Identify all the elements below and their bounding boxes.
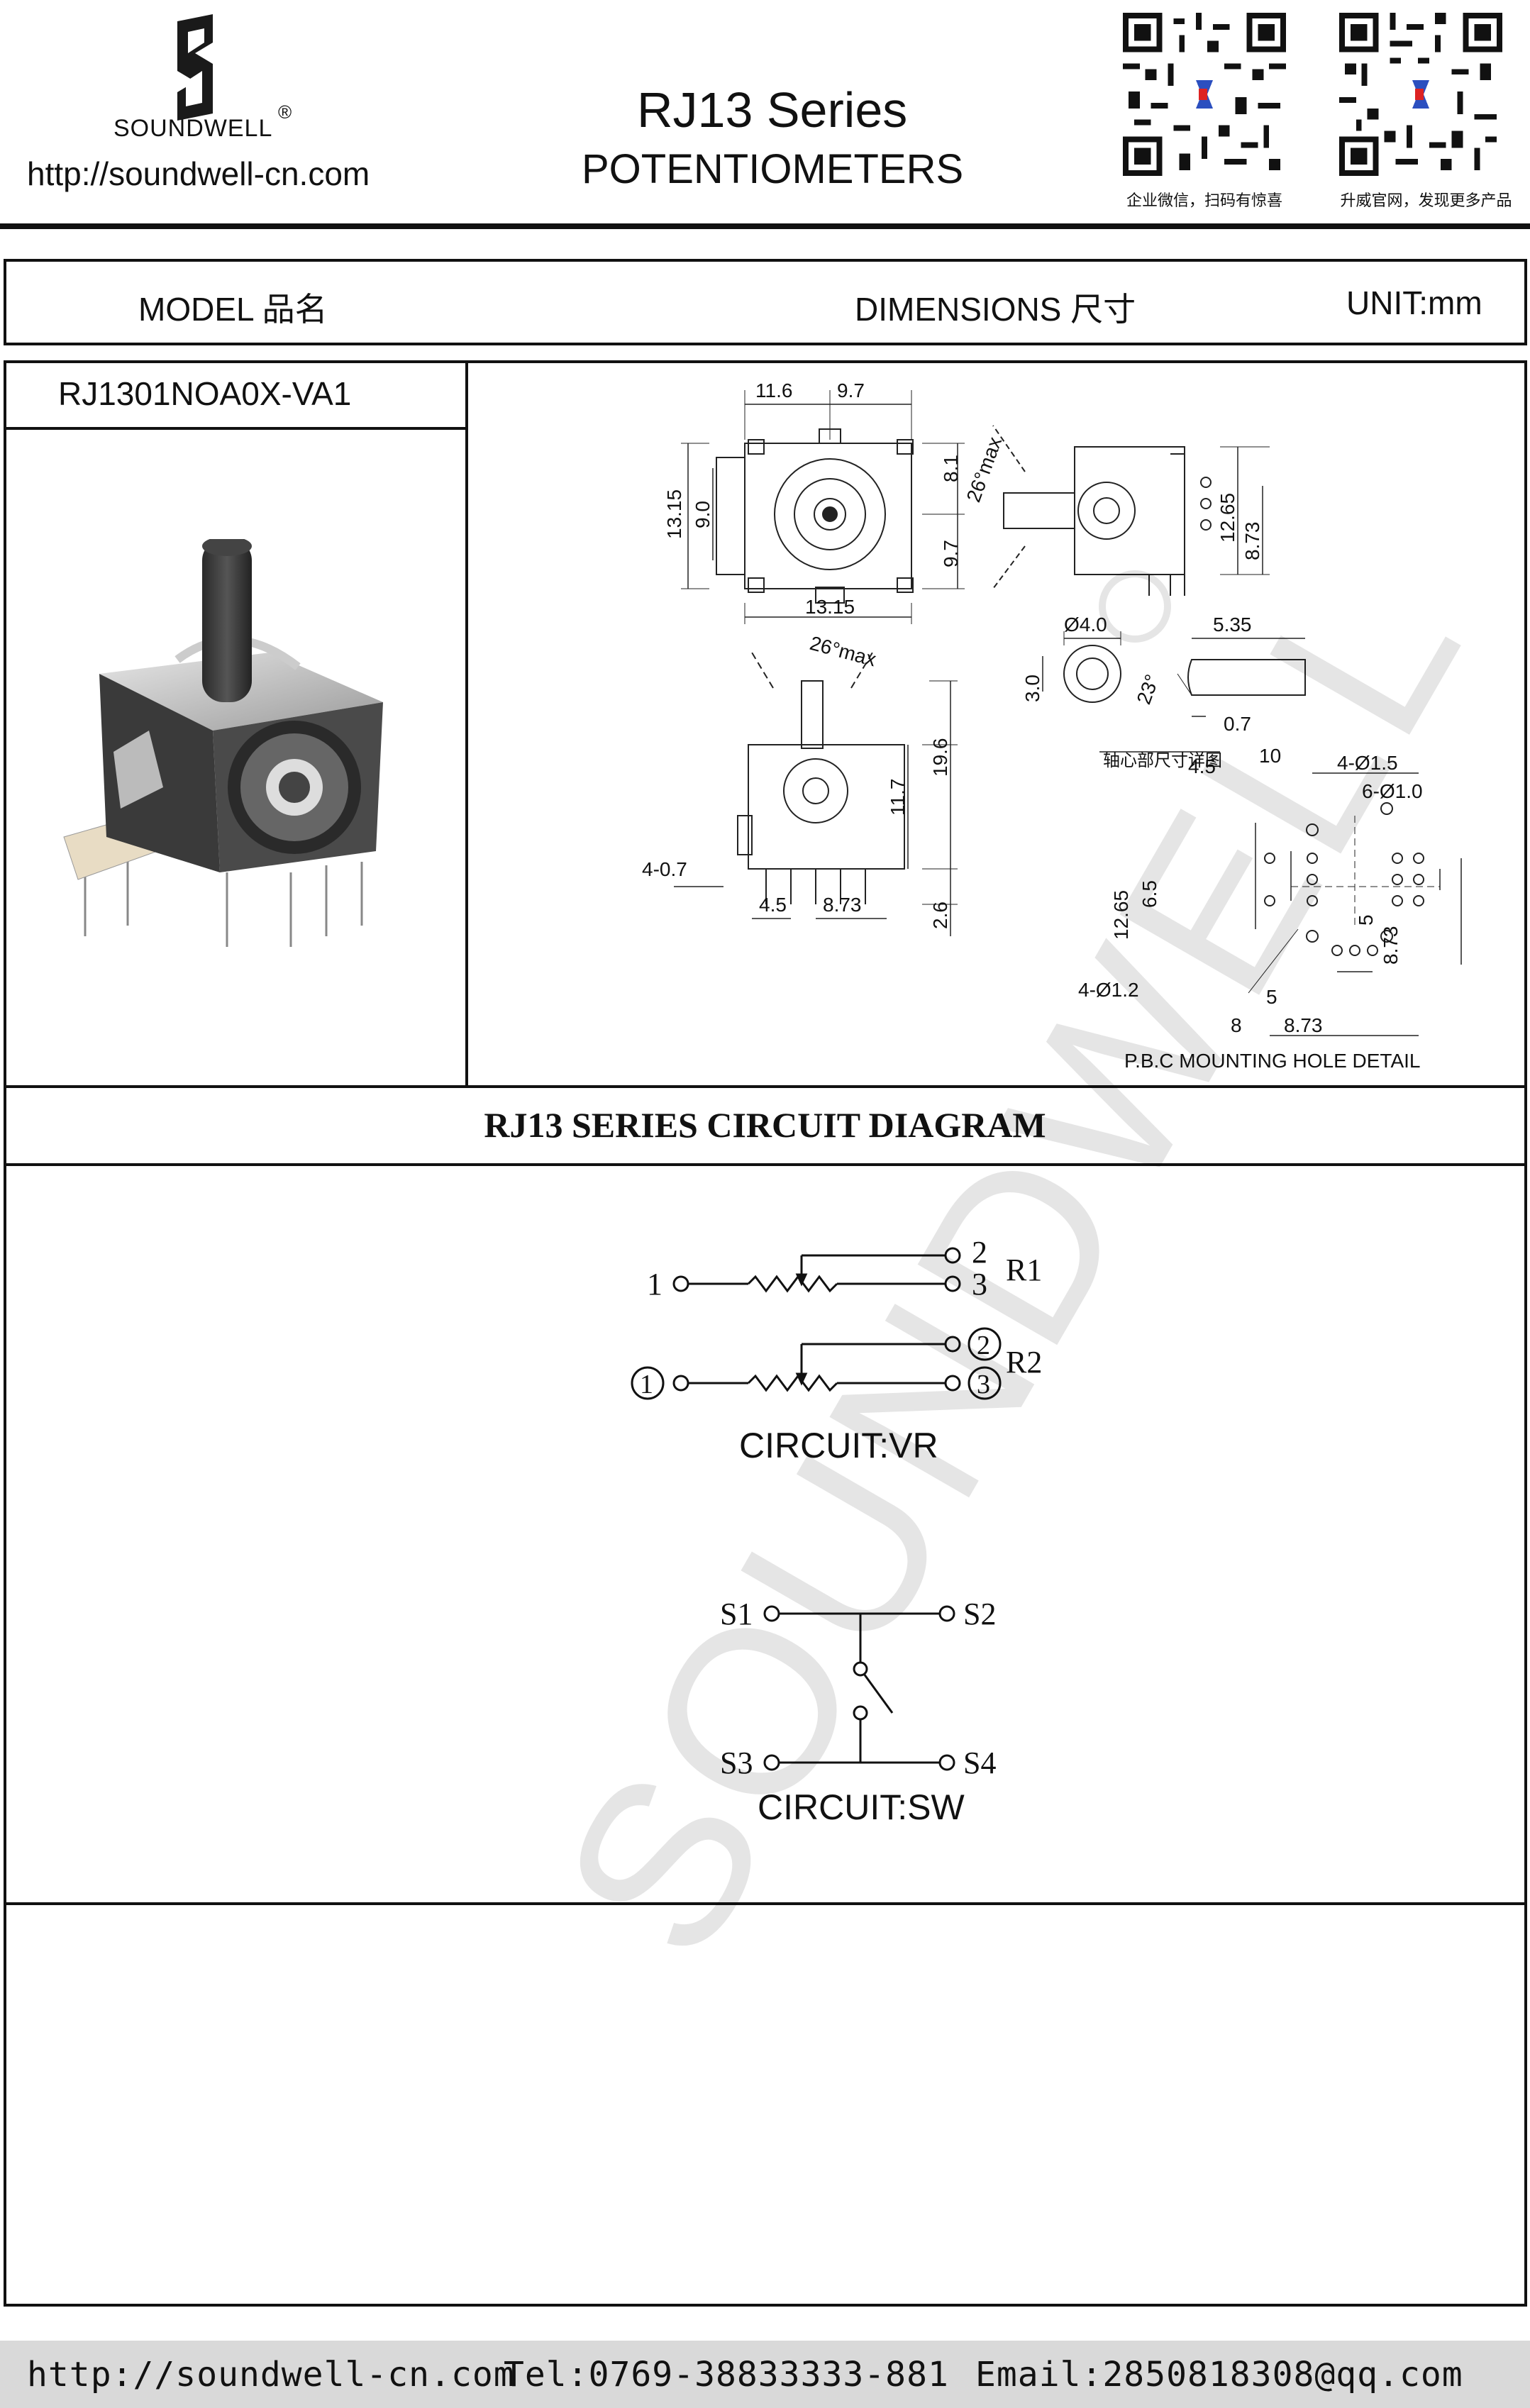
dim-shaft-angle: 23° <box>1133 672 1164 707</box>
circuit-title-rule <box>4 1163 1527 1166</box>
dim-top-9-7: 9.7 <box>837 379 865 401</box>
footer-tel[interactable]: Tel:0769-38833333-881 <box>504 2355 949 2395</box>
circuit-sw <box>763 1605 955 1771</box>
dim-top-9-7-right: 9.7 <box>940 540 962 567</box>
series-title: RJ13 Series <box>637 82 908 138</box>
r1-pin-3: 3 <box>972 1267 987 1302</box>
dim-pcb-12-65: 12.65 <box>1110 890 1132 940</box>
dim-shaft-5-35: 5.35 <box>1213 614 1252 636</box>
dim-pcb-8-73-right: 8.73 <box>1380 926 1402 965</box>
dim-top-9-0: 9.0 <box>692 501 714 528</box>
header-website[interactable]: http://soundwell-cn.com <box>27 155 370 192</box>
dim-pcb-5-right: 5 <box>1355 914 1377 926</box>
sw-s4: S4 <box>963 1746 996 1780</box>
dimension-labels: 11.6 9.7 8.1 13.15 9.0 9.7 13.15 26°max … <box>642 379 1423 1072</box>
dim-front-11-7: 11.7 <box>887 779 909 816</box>
sw-s3: S3 <box>720 1746 753 1780</box>
product-photo <box>63 539 383 947</box>
pcb-detail-caption: P.B.C MOUNTING HOLE DETAIL <box>1124 1050 1420 1072</box>
r1-pin-2: 2 <box>972 1235 987 1270</box>
dim-top-13-15-bottom: 13.15 <box>805 596 855 618</box>
sw-s2: S2 <box>963 1597 996 1631</box>
footer-url[interactable]: http://soundwell-cn.com <box>27 2355 515 2395</box>
shaft-detail-drawing <box>1042 631 1306 753</box>
circuit-bottom-rule <box>4 1902 1527 1905</box>
r2-label: R2 <box>1006 1345 1042 1380</box>
sw-caption: CIRCUIT:SW <box>758 1787 965 1827</box>
dim-top-13-15-left: 13.15 <box>663 489 685 539</box>
dim-shaft-dia: Ø4.0 <box>1064 614 1107 636</box>
dim-pcb-4-dia-1-5: 4-Ø1.5 <box>1337 752 1398 774</box>
model-column-divider <box>465 360 468 1088</box>
brand-name: SOUNDWELL <box>113 115 273 142</box>
series-subtitle: POTENTIOMETERS <box>582 146 964 192</box>
unit-heading: UNIT:mm <box>1346 284 1482 321</box>
dim-side-12-65: 12.65 <box>1216 493 1238 543</box>
dim-pcb-6-5: 6.5 <box>1138 880 1160 908</box>
model-heading: MODEL 品名 <box>138 291 328 328</box>
dim-shaft-0-7: 0.7 <box>1224 713 1251 735</box>
dim-pcb-4-dia-1-2: 4-Ø1.2 <box>1078 979 1139 1001</box>
dim-front-19-6: 19.6 <box>929 738 951 777</box>
dim-side-angle: 26°max <box>963 434 1007 505</box>
main-table <box>4 360 1527 2307</box>
dim-pcb-10: 10 <box>1259 745 1281 767</box>
header-rule <box>0 223 1530 229</box>
circuit-r2 <box>631 1327 1002 1400</box>
dimensions-heading: DIMENSIONS 尺寸 <box>855 291 1136 328</box>
sw-s1: S1 <box>720 1597 753 1631</box>
dim-front-8-73: 8.73 <box>823 894 862 916</box>
vr-caption: CIRCUIT:VR <box>739 1426 938 1465</box>
dim-front-2-6: 2.6 <box>929 901 951 929</box>
qr-code-website[interactable] <box>1339 13 1502 176</box>
table-header-row <box>4 259 1527 345</box>
r2-pin-2: 2 <box>977 1331 990 1360</box>
side-view-drawing <box>992 425 1270 596</box>
dim-pcb-8-73-bottom: 8.73 <box>1284 1014 1323 1036</box>
registered-mark: ® <box>278 101 292 123</box>
circuit-title: RJ13 SERIES CIRCUIT DIAGRAM <box>484 1105 1046 1145</box>
dim-front-4-5: 4.5 <box>759 894 787 916</box>
footer-email[interactable]: Email:2850818308@qq.com <box>975 2355 1463 2395</box>
dims-bottom-rule <box>4 1085 1527 1088</box>
soundwell-logo <box>177 14 213 121</box>
circuit-diagram: 1 2 3 R1 1 2 3 R2 S1 S2 S3 S4 CIRCUIT:VR… <box>631 1235 1042 1827</box>
r1-pin-1: 1 <box>647 1267 663 1302</box>
footer: http://soundwell-cn.com Tel:0769-3883333… <box>0 2341 1530 2408</box>
dim-shaft-3-0: 3.0 <box>1021 675 1043 702</box>
dimension-drawings: 11.6 9.7 8.1 13.15 9.0 9.7 13.15 26°max … <box>642 379 1462 1072</box>
r1-label: R1 <box>1006 1253 1042 1287</box>
front-view-drawing <box>674 652 958 936</box>
dim-pcb-6-dia-1-0: 6-Ø1.0 <box>1362 780 1423 802</box>
qr-caption-wechat: 企业微信，扫码有惊喜 <box>1126 192 1282 209</box>
model-number: RJ1301NOA0X-VA1 <box>58 375 352 412</box>
shaft-detail-caption: 轴心部尺寸详图 <box>1103 751 1222 770</box>
dim-top-11-6: 11.6 <box>755 379 792 401</box>
dim-pcb-8: 8 <box>1231 1014 1242 1036</box>
dim-pcb-4-5: 4.5 <box>1188 755 1216 777</box>
r2-pin-1: 1 <box>640 1370 653 1399</box>
top-view-drawing <box>681 390 965 624</box>
dim-front-4-0-7: 4-0.7 <box>642 858 687 880</box>
r2-pin-3: 3 <box>977 1370 990 1399</box>
circuit-r1 <box>672 1247 961 1293</box>
pcb-hole-detail-drawing <box>1248 772 1462 1036</box>
dim-top-8-1: 8.1 <box>940 455 962 482</box>
qr-caption-website: 升威官网，发现更多产品 <box>1340 192 1512 209</box>
dim-pcb-5-bottom: 5 <box>1266 986 1277 1008</box>
dim-side-8-73: 8.73 <box>1241 522 1263 561</box>
model-cell-divider <box>4 427 467 430</box>
qr-code-wechat[interactable] <box>1123 13 1286 176</box>
dim-front-angle: 26°max <box>807 632 878 671</box>
